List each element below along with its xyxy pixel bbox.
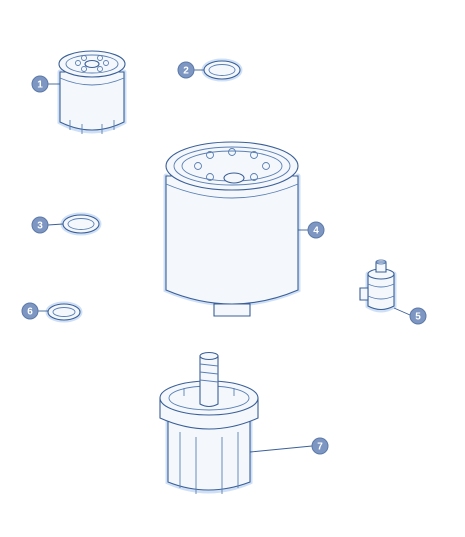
part-7-filter-head bbox=[159, 351, 259, 494]
callout-label-6: 6 bbox=[27, 307, 33, 318]
callout-label-4: 4 bbox=[313, 226, 319, 237]
part-5-sensor bbox=[359, 259, 397, 313]
part-4-large-filter bbox=[163, 141, 301, 317]
callout-label-2: 2 bbox=[183, 66, 189, 77]
part-2-o-ring bbox=[201, 58, 243, 82]
leader-lines bbox=[38, 69, 411, 453]
callout-label-7: 7 bbox=[317, 442, 323, 453]
part-3-o-ring bbox=[60, 212, 102, 236]
callout-label-1: 1 bbox=[37, 80, 43, 91]
callout-7: 7 bbox=[311, 437, 329, 455]
part-1-small-filter bbox=[57, 50, 127, 134]
callout-2: 2 bbox=[177, 61, 195, 79]
callout-6: 6 bbox=[21, 302, 39, 320]
callout-3: 3 bbox=[31, 216, 49, 234]
callout-label-5: 5 bbox=[415, 312, 421, 323]
callout-4: 4 bbox=[307, 221, 325, 239]
callout-label-3: 3 bbox=[37, 221, 43, 232]
leader-5 bbox=[393, 307, 411, 316]
callout-5: 5 bbox=[409, 307, 427, 325]
leader-7 bbox=[249, 445, 313, 453]
leader-3 bbox=[47, 223, 64, 226]
callout-1: 1 bbox=[31, 75, 49, 93]
part-6-o-ring bbox=[45, 301, 83, 323]
